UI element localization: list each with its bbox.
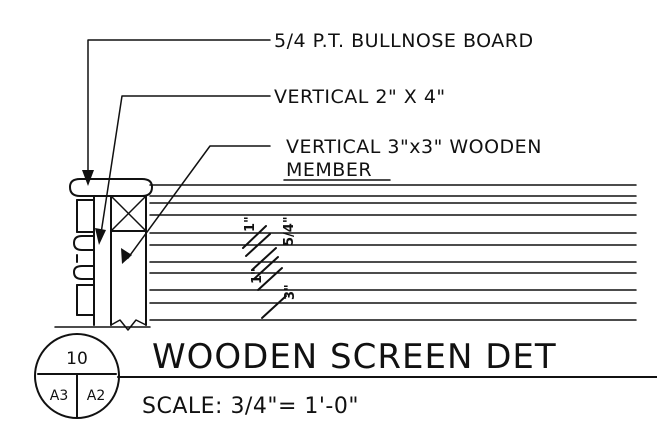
leader-3x3 bbox=[121, 145, 271, 264]
callout-bullnose-board: 5/4 P.T. BULLNOSE BOARD bbox=[274, 30, 534, 52]
dim-board-bottom: 3" bbox=[283, 284, 298, 300]
detail-title: WOODEN SCREEN DET bbox=[152, 337, 557, 377]
left-boards bbox=[73, 199, 95, 316]
leader-bullnose bbox=[82, 39, 271, 186]
callout-vertical-3x3-line2: MEMBER bbox=[286, 159, 372, 181]
dimension-ticks bbox=[242, 225, 287, 319]
horizontal-slats bbox=[149, 184, 637, 321]
leader-2x4 bbox=[95, 95, 271, 245]
dim-spacing-top: 1" bbox=[243, 216, 258, 232]
dim-spacing-bottom: 1" bbox=[250, 268, 265, 284]
sheet-reference-right: A2 bbox=[87, 388, 105, 404]
vertical-2x4 bbox=[93, 195, 112, 326]
detail-number: 10 bbox=[66, 349, 88, 369]
callout-vertical-2x4: VERTICAL 2" X 4" bbox=[274, 86, 446, 108]
dim-board-top: 5/4" bbox=[282, 216, 297, 246]
vertical-3x3-member bbox=[110, 195, 147, 331]
detail-tag bbox=[34, 333, 120, 419]
bullnose-board bbox=[69, 178, 153, 197]
callout-vertical-3x3-line1: VERTICAL 3"x3" WOODEN bbox=[286, 136, 542, 158]
detail-scale: SCALE: 3/4"= 1'-0" bbox=[142, 394, 359, 419]
sheet-reference-left: A3 bbox=[50, 388, 68, 404]
